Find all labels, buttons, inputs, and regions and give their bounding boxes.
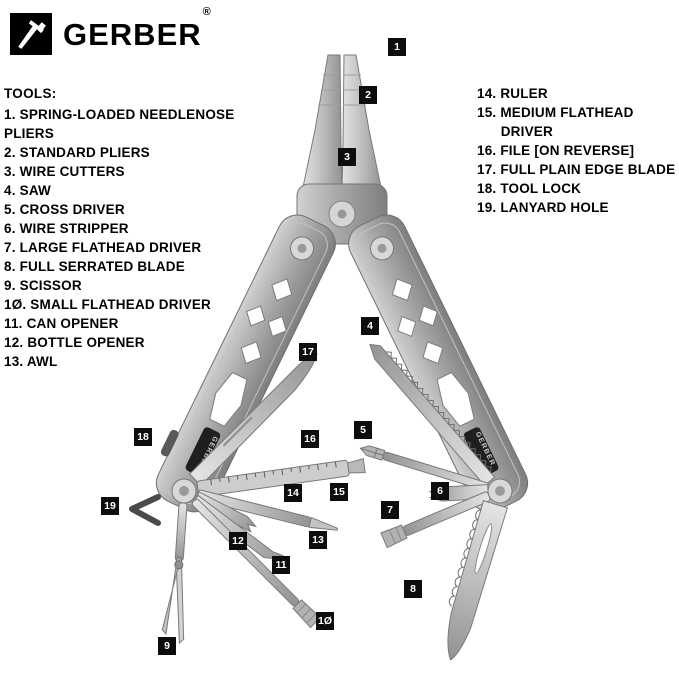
ruler-file-driver-tool [196, 458, 366, 498]
callout-6: 6 [431, 482, 449, 500]
tool-item-14: 14. RULER [477, 86, 548, 101]
tool-lock-slider [160, 429, 179, 457]
tool-item-4: 4. SAW [4, 183, 51, 198]
tool-item-15: 15. MEDIUM FLATHEAD DRIVER [477, 105, 634, 139]
callout-4: 4 [361, 317, 379, 335]
scissors-tool [161, 502, 188, 645]
tool-item-3: 3. WIRE CUTTERS [4, 164, 125, 179]
right-handle: GERBER [348, 214, 529, 513]
callout-10: 1Ø [316, 612, 334, 630]
callout-11: 11 [272, 556, 290, 574]
gerber-sword-logo-icon [10, 13, 52, 55]
tool-item-12: 12. BOTTLE OPENER [4, 335, 145, 350]
sword-icon [18, 20, 46, 49]
tool-item-2: 2. STANDARD PLIERS [4, 145, 150, 160]
tool-item-11: 11. CAN OPENER [4, 316, 119, 331]
tools-list-left: 1. SPRING-LOADED NEEDLENOSE PLIERS 2. ST… [4, 105, 260, 371]
cross-driver-tool [359, 445, 490, 492]
callout-8: 8 [404, 580, 422, 598]
callout-17: 17 [299, 343, 317, 361]
callout-14: 14 [284, 484, 302, 502]
lanyard-hole-ring [129, 494, 161, 526]
callout-9: 9 [158, 637, 176, 655]
tool-item-13: 13. AWL [4, 354, 58, 369]
tool-item-5: 5. CROSS DRIVER [4, 202, 125, 217]
callout-1: 1 [388, 38, 406, 56]
pivot-screws [171, 478, 513, 504]
needlenose-pliers-jaws [301, 54, 383, 193]
handle-brand-plate [463, 427, 499, 476]
small-flathead-tool [191, 498, 322, 629]
callout-15: 15 [330, 483, 348, 501]
brand-name-text: GERBER [63, 16, 202, 52]
callout-19: 19 [101, 497, 119, 515]
tool-item-1: 1. SPRING-LOADED NEEDLENOSE PLIERS [4, 107, 235, 141]
callout-3: 3 [338, 148, 356, 166]
tool-item-8: 8. FULL SERRATED BLADE [4, 259, 185, 274]
callout-13: 13 [309, 531, 327, 549]
serrated-blade-tool [447, 499, 509, 661]
tool-item-10: 1Ø. SMALL FLATHEAD DRIVER [4, 297, 212, 312]
callout-16: 16 [301, 430, 319, 448]
tools-heading: TOOLS: [4, 86, 57, 101]
registered-mark: ® [202, 5, 212, 18]
callout-18: 18 [134, 428, 152, 446]
tool-item-9: 9. SCISSOR [4, 278, 82, 293]
callout-12: 12 [229, 532, 247, 550]
callout-2: 2 [359, 86, 377, 104]
saw-tool [369, 343, 496, 487]
callout-5: 5 [354, 421, 372, 439]
tool-item-17: 17. FULL PLAIN EDGE BLADE [477, 162, 676, 177]
tool-item-18: 18. TOOL LOCK [477, 181, 582, 196]
tools-list-right: 14. RULER 15. MEDIUM FLATHEAD DRIVER 16.… [477, 84, 677, 217]
tool-item-16: 16. FILE [ON REVERSE] [477, 143, 635, 158]
tool-item-6: 6. WIRE STRIPPER [4, 221, 129, 236]
large-flathead-tool [380, 491, 491, 549]
brand-header: GERBER® [10, 6, 211, 55]
awl-tool [196, 489, 339, 531]
tool-item-7: 7. LARGE FLATHEAD DRIVER [4, 240, 202, 255]
tool-item-19: 19. LANYARD HOLE [477, 200, 609, 215]
brand-name: GERBER® [63, 6, 211, 52]
handle-brand-plate [185, 427, 221, 476]
callout-7: 7 [381, 501, 399, 519]
